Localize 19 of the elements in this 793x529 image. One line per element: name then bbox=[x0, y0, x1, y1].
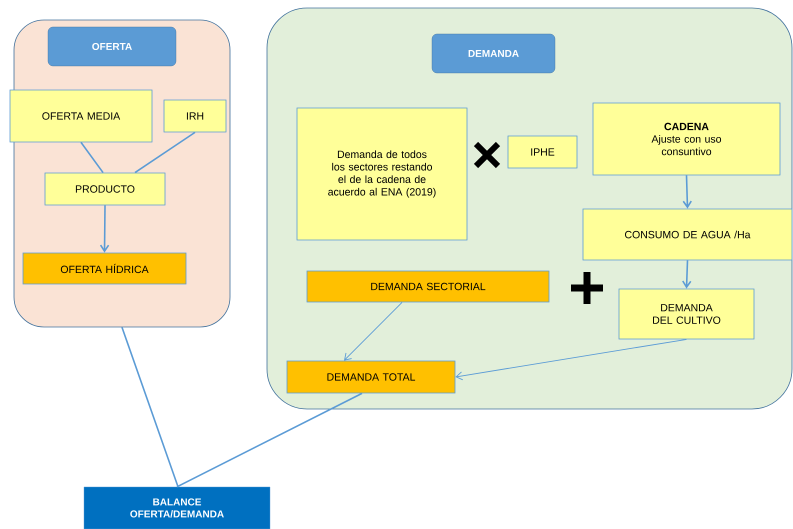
process-box: DEMANDA DEL CULTIVO bbox=[618, 288, 754, 340]
result-box: DEMANDA SECTORIAL bbox=[306, 270, 550, 302]
result-box: DEMANDA TOTAL bbox=[286, 360, 456, 394]
process-box: IPHE bbox=[508, 136, 578, 168]
result-box: OFERTA HÍDRICA bbox=[22, 252, 186, 284]
process-box: OFERTA MEDIA bbox=[10, 90, 152, 142]
arrow bbox=[455, 338, 687, 380]
result-box: BALANCE OFERTA/DEMANDA bbox=[84, 486, 270, 529]
process-box: CONSUMO DE AGUA /Ha bbox=[582, 208, 792, 260]
arrow bbox=[100, 205, 110, 253]
process-box: IRH bbox=[164, 100, 226, 132]
process-box: CADENA Ajuste con uso consuntivo bbox=[592, 102, 780, 176]
process-box: PRODUCTO bbox=[44, 172, 166, 206]
heading-box: OFERTA bbox=[48, 26, 176, 66]
heading-box: DEMANDA bbox=[432, 34, 556, 74]
arrow bbox=[682, 175, 692, 209]
arrow bbox=[682, 260, 692, 289]
process-box: Demanda de todos los sectores restando el de la cadena de acuerdo al ENA (2019) bbox=[296, 108, 468, 240]
arrow bbox=[344, 302, 402, 361]
